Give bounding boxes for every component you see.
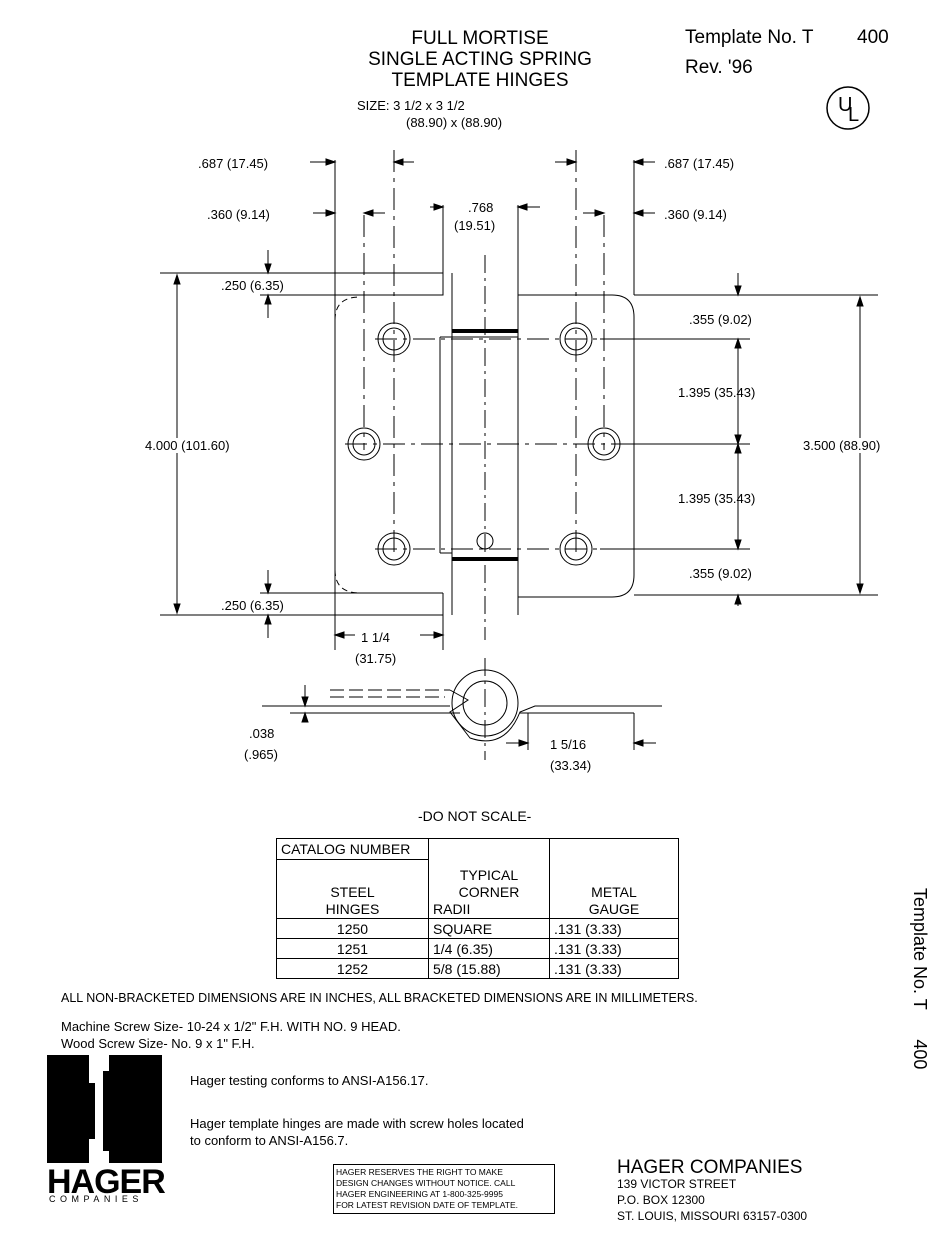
- header-corner-radii-cell: TYPICAL CORNER RADII: [428, 838, 550, 919]
- units-note: ALL NON-BRACKETED DIMENSIONS ARE IN INCH…: [61, 991, 698, 1005]
- header-metal-gauge-cell: METAL GAUGE: [549, 838, 679, 919]
- dim-355-bottom: .355 (9.02): [689, 566, 752, 581]
- disclaimer-box: HAGER RESERVES THE RIGHT TO MAKE DESIGN …: [333, 1164, 555, 1214]
- dim-1395-top: 1.395 (35.43): [678, 385, 756, 400]
- dim-687-left: .687 (17.45): [198, 156, 269, 171]
- dim-038-mm: (.965): [244, 747, 278, 762]
- right-leaf-outline: [518, 294, 635, 598]
- title-line-2: SINGLE ACTING SPRING: [368, 49, 592, 70]
- hager-wordmark: HAGER: [47, 1163, 166, 1201]
- corner-radii-cell: SQUARE: [428, 918, 550, 939]
- template-number: 400: [857, 27, 889, 48]
- disclaimer-line-3: HAGER ENGINEERING AT 1-800-325-9995: [336, 1189, 503, 1199]
- size-line-2: (88.90) x (88.90): [406, 115, 503, 130]
- table-row: 1251 1/4 (6.35) .131 (3.33): [276, 938, 679, 959]
- metal-gauge-cell: .131 (3.33): [549, 938, 679, 959]
- dim-4000: 4.000 (101.60): [145, 438, 230, 453]
- disclaimer-line-2: DESIGN CHANGES WITHOUT NOTICE. CALL: [336, 1178, 516, 1188]
- do-not-scale-note: -DO NOT SCALE-: [418, 808, 532, 824]
- dim-768-mm: (19.51): [454, 218, 496, 233]
- dim-1395-bottom: 1.395 (35.43): [678, 491, 756, 506]
- catalog-number-cell: 1250: [276, 918, 429, 939]
- dim-1-5-16: 1 5/16: [550, 737, 587, 752]
- header-radii: RADII: [433, 901, 471, 917]
- template-label: Template No. T: [685, 27, 814, 48]
- left-leaf-corner-top: [334, 296, 361, 321]
- title-line-3: TEMPLATE HINGES: [391, 70, 569, 91]
- pin-hole: [476, 532, 494, 550]
- header-steel-hinges-cell: STEEL HINGES: [276, 858, 429, 920]
- hager-companies-subtitle: COMPANIES: [49, 1194, 143, 1204]
- ul-listing-icon: U L: [826, 86, 870, 130]
- corner-radii-cell: 5/8 (15.88): [428, 958, 550, 979]
- hager-logo-icon: [47, 1055, 162, 1163]
- header-steel: STEEL: [330, 884, 375, 900]
- dim-360-left: .360 (9.14): [207, 207, 270, 222]
- hinge-drawing: [160, 150, 878, 760]
- ul-mark-l: L: [848, 104, 859, 126]
- dim-355-top: .355 (9.02): [689, 312, 752, 327]
- disclaimer-line-4: FOR LATEST REVISION DATE OF TEMPLATE.: [336, 1200, 518, 1210]
- catalog-table: CATALOG NUMBER TYPICAL CORNER RADII META…: [276, 838, 679, 979]
- testing-note: Hager testing conforms to ANSI-A156.17.: [190, 1073, 429, 1088]
- screw-holes-note-2: to conform to ANSI-A156.7.: [190, 1133, 349, 1148]
- table-row: 1250 SQUARE .131 (3.33): [276, 918, 679, 939]
- revision-label: Rev. '96: [685, 57, 753, 78]
- dim-768: .768: [468, 200, 494, 215]
- dim-250-bottom: .250 (6.35): [221, 598, 284, 613]
- document-title: FULL MORTISE SINGLE ACTING SPRING TEMPLA…: [330, 28, 630, 91]
- title-line-1: FULL MORTISE: [411, 28, 549, 49]
- left-leaf-corner-bottom: [334, 569, 361, 594]
- dim-1-1-4: 1 1/4: [361, 630, 390, 645]
- metal-gauge-cell: .131 (3.33): [549, 958, 679, 979]
- header-hinges: HINGES: [325, 901, 380, 917]
- size-line-1: SIZE: 3 1/2 x 3 1/2: [357, 98, 465, 113]
- city-state-zip: ST. LOUIS, MISSOURI 63157-0300: [617, 1209, 808, 1223]
- catalog-number-cell: 1252: [276, 958, 429, 979]
- ul-mark-u: U: [838, 94, 852, 116]
- dim-3500: 3.500 (88.90): [803, 438, 881, 453]
- header-catalog-number: CATALOG NUMBER: [276, 838, 429, 860]
- screw-holes-note-1: Hager template hinges are made with scre…: [190, 1116, 524, 1131]
- header-corner: CORNER: [458, 884, 520, 900]
- machine-screw-note: Machine Screw Size- 10-24 x 1/2" F.H. WI…: [61, 1019, 401, 1034]
- hinge-end-view: [262, 658, 662, 760]
- corner-radii-cell: 1/4 (6.35): [428, 938, 550, 959]
- dim-250-top: .250 (6.35): [221, 278, 284, 293]
- po-box: P.O. BOX 12300: [617, 1193, 705, 1207]
- dim-360-right: .360 (9.14): [664, 207, 727, 222]
- dim-1-5-16-mm: (33.34): [550, 758, 592, 773]
- header-gauge: GAUGE: [588, 901, 640, 917]
- metal-gauge-cell: .131 (3.33): [549, 918, 679, 939]
- side-template-label: Template No. T 400: [910, 888, 930, 1070]
- dim-038: .038: [249, 726, 275, 741]
- dim-687-right: .687 (17.45): [664, 156, 735, 171]
- header-metal: METAL: [591, 884, 637, 900]
- header-typical: TYPICAL: [459, 867, 519, 883]
- street-address: 139 VICTOR STREET: [617, 1177, 737, 1191]
- dim-1-1-4-mm: (31.75): [355, 651, 397, 666]
- catalog-number-cell: 1251: [276, 938, 429, 959]
- table-row: 1252 5/8 (15.88) .131 (3.33): [276, 958, 679, 979]
- wood-screw-note: Wood Screw Size- No. 9 x 1" F.H.: [61, 1036, 255, 1051]
- company-name: HAGER COMPANIES: [617, 1157, 803, 1178]
- disclaimer-line-1: HAGER RESERVES THE RIGHT TO MAKE: [336, 1167, 503, 1177]
